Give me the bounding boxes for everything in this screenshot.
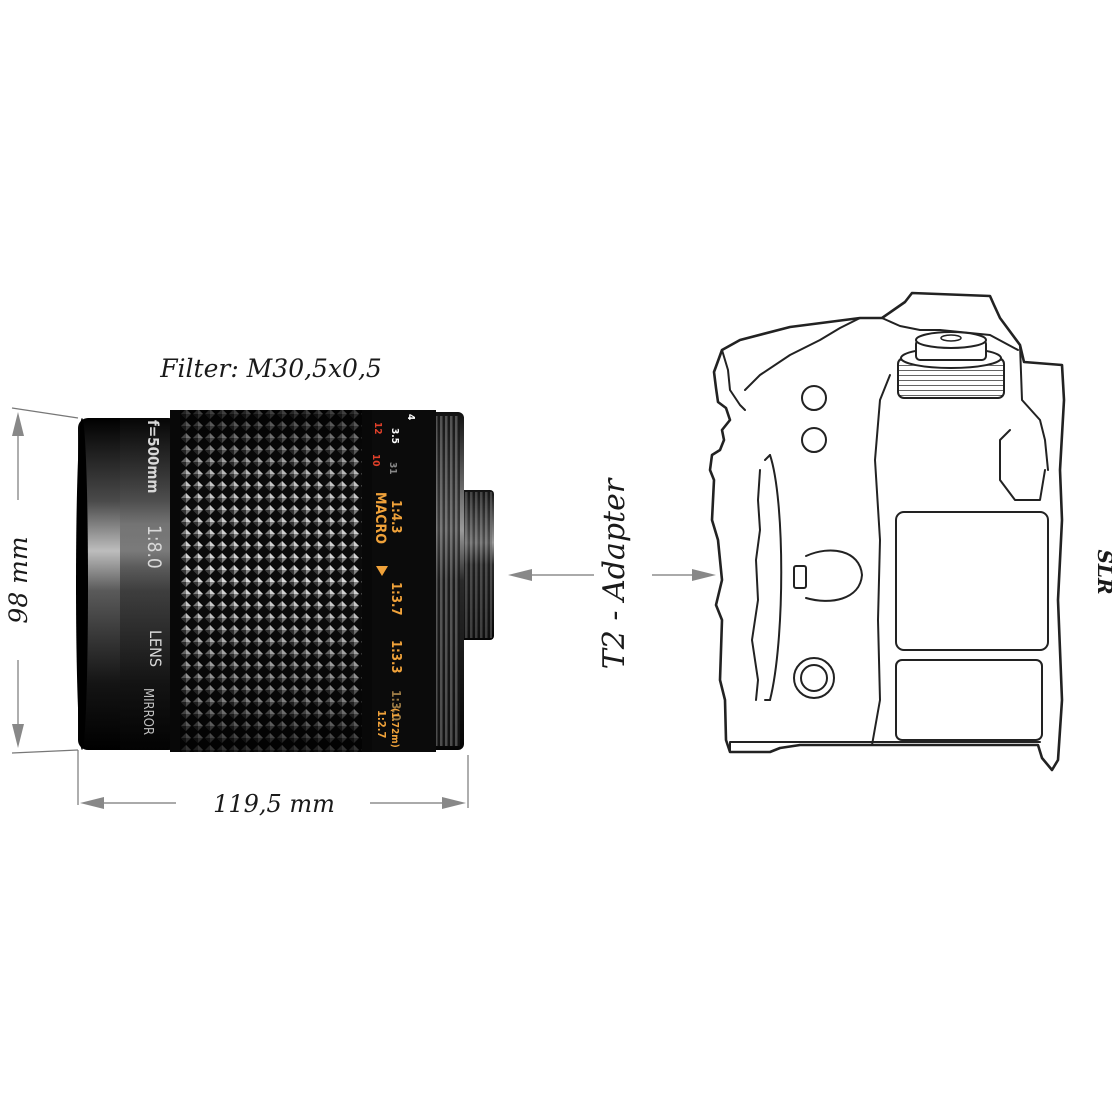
side-panel-upper (895, 511, 1049, 651)
ratio-3-7: 1:3.7 (388, 582, 403, 616)
front-button-middle (801, 427, 827, 453)
distance-1-72m: (1.72m) (389, 708, 400, 748)
length-dimension: 119,5 mm (77, 750, 469, 818)
scale-3-5: 3.5 (389, 428, 400, 444)
camera-label: SLR (1093, 549, 1112, 594)
slr-camera (708, 291, 1066, 772)
scale-31: 31 (387, 462, 398, 475)
ratio-3-3: 1:3.3 (388, 640, 403, 674)
lens-release-button (793, 565, 807, 589)
dof-button (793, 657, 835, 699)
aperture-marking: 1:8.0 (143, 525, 165, 569)
focal-marking: f=500mm (144, 420, 162, 493)
height-label: 98 mm (4, 536, 33, 623)
adapter-label: T2 - Adapter (597, 477, 632, 669)
lens-marking: LENS (146, 630, 165, 667)
scale-12: 12 (372, 422, 383, 435)
front-button-top (801, 385, 827, 411)
adapter-indicator: T2 - Adapter (508, 477, 716, 669)
scale-10: 10 (370, 454, 381, 467)
length-label: 119,5 mm (213, 790, 335, 818)
macro-ratio: 1:4.3 (388, 500, 403, 534)
height-dimension: 98 mm (4, 407, 79, 754)
mirror-lens: f=500mm 1:8.0 LENS MIRROR 12 10 3.5 4 31… (76, 410, 494, 752)
ratio-2-7: 1:2.7 (375, 710, 388, 738)
macro-label: MACRO (372, 492, 388, 544)
mode-dial (897, 331, 1005, 399)
camera-body-outline (708, 291, 1066, 772)
side-panel-lower (895, 659, 1043, 741)
filter-label: Filter: M30,5x0,5 (159, 354, 382, 383)
macro-pointer-icon (376, 566, 388, 576)
front-markings: f=500mm 1:8.0 LENS MIRROR (140, 420, 165, 735)
scale-4: 4 (405, 414, 416, 420)
mirror-marking: MIRROR (140, 688, 155, 735)
focus-scale: 12 10 3.5 4 31 MACRO 1:4.3 1:3.7 1:3.3 1… (370, 414, 416, 748)
ratio-3-0: 1:3.0 (389, 690, 403, 721)
